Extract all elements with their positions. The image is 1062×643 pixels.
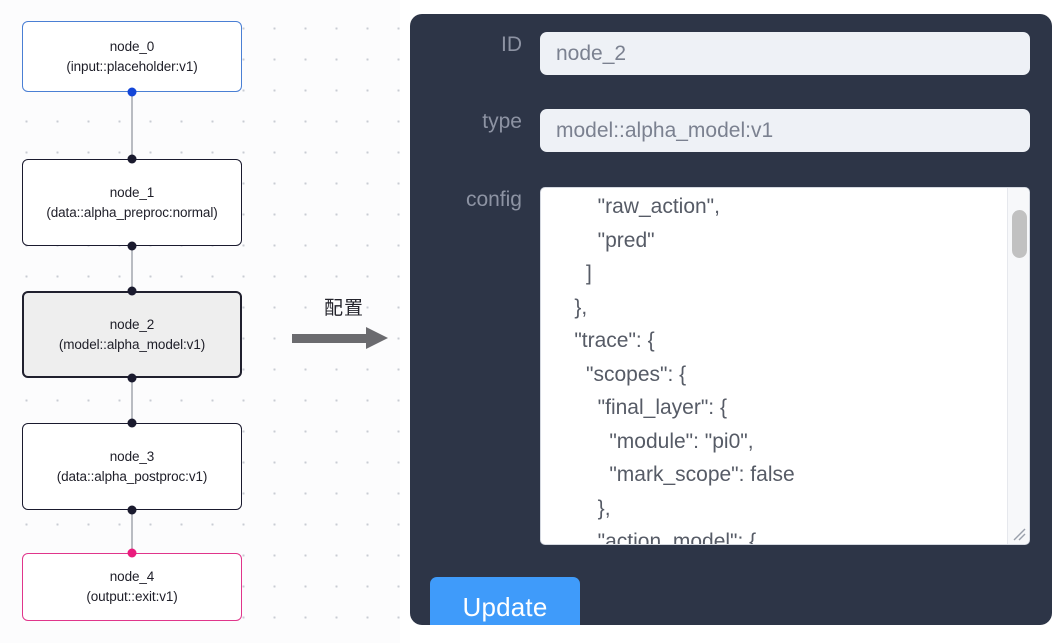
id-input[interactable] [540,32,1030,75]
graph-node-label: node_2 [109,316,155,332]
field-row-type: type [430,109,1030,152]
graph-node-node_3[interactable]: node_3 (data::alpha_postproc:v1) [22,423,242,510]
port-node_3-in[interactable] [127,418,137,428]
port-node_0-out[interactable] [127,87,137,97]
field-row-config: config "raw_action", "pred" ] }, "trace"… [430,187,1030,545]
graph-node-sublabel: (data::alpha_postproc:v1) [56,468,208,484]
config-field-label: config [465,188,522,211]
graph-node-node_2[interactable]: node_2 (model::alpha_model:v1) [22,291,242,378]
config-textarea-wrapper: "raw_action", "pred" ] }, "trace": { "sc… [540,187,1030,545]
edge-node0-node1 [131,92,133,159]
graph-node-node_1[interactable]: node_1 (data::alpha_preproc:normal) [22,159,242,246]
port-node_2-in[interactable] [127,286,137,296]
node-inspector-panel: ID type config "raw_action", "pred" ] },… [410,14,1052,625]
port-node_1-out[interactable] [127,241,137,251]
type-field-label: type [482,110,522,133]
graph-node-sublabel: (data::alpha_preproc:normal) [46,204,218,220]
type-input[interactable] [540,109,1030,152]
port-node_2-out[interactable] [127,373,137,383]
arrow-head [366,327,388,349]
arrow-shaft [292,334,370,343]
graph-node-label: node_1 [109,184,155,200]
update-button[interactable]: Update [430,577,580,625]
graph-node-node_4[interactable]: node_4 (output::exit:v1) [22,553,242,621]
graph-node-sublabel: (output::exit:v1) [86,589,178,604]
graph-node-label: node_0 [109,38,155,54]
edge-node2-node3 [131,378,133,422]
id-field-label: ID [501,33,522,56]
port-node_3-out[interactable] [127,505,137,515]
config-scrollbar-thumb[interactable] [1012,210,1027,258]
graph-node-label: node_4 [109,569,155,584]
resize-handle-icon[interactable] [1010,525,1028,543]
port-node_1-in[interactable] [127,154,137,164]
edge-node3-node4 [131,510,133,552]
field-row-id: ID [430,32,1030,75]
transition-annotation: 配置 [292,296,396,362]
graph-canvas[interactable]: node_0 (input::placeholder:v1) node_1 (d… [0,0,400,643]
edge-node1-node2 [131,246,133,291]
config-textarea[interactable]: "raw_action", "pred" ] }, "trace": { "sc… [540,187,1030,545]
arrow-right-icon [292,327,396,350]
graph-node-sublabel: (model::alpha_model:v1) [58,336,206,352]
transition-label: 配置 [323,298,364,319]
graph-node-node_0[interactable]: node_0 (input::placeholder:v1) [22,21,242,92]
graph-node-label: node_3 [109,448,155,464]
port-node_4-in[interactable] [127,548,137,558]
graph-node-sublabel: (input::placeholder:v1) [66,58,198,74]
config-scrollbar[interactable] [1007,188,1029,544]
